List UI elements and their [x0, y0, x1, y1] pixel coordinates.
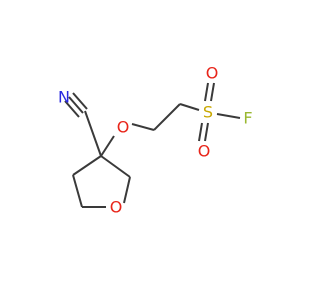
bond-s-to-f: [216, 113, 241, 119]
bond-c-to-ether-o: [100, 135, 115, 157]
atom-n-nitrile: N: [58, 88, 70, 107]
sulfonyl-double-bond-bottom: [198, 122, 209, 142]
bond-ch2-to-ch2: [153, 103, 181, 131]
nitrile-triple-bond: [64, 92, 88, 118]
atom-o-sulfonyl-top: O: [206, 64, 219, 83]
ring-bond-c3-c4: [72, 155, 102, 176]
bond-ch2-to-s: [179, 103, 200, 111]
bond-cn-to-quaternary-c: [84, 110, 102, 157]
molecule-drawing: N O O S O O F: [58, 64, 253, 217]
sulfonyl-double-bond-top: [204, 82, 215, 102]
atom-f-fluorine: F: [243, 109, 252, 128]
atom-o-ether: O: [117, 118, 130, 137]
atom-o-ring: O: [110, 198, 123, 217]
ring-bond-c2-c3: [100, 155, 131, 178]
ring-bond-o-c2: [123, 176, 131, 204]
bond-ether-o-to-ch2: [131, 123, 155, 131]
ring-bond-c4-c5: [72, 174, 83, 208]
structure-diagram: N O O S O O F: [58, 63, 253, 217]
atom-s-sulfonyl: S: [203, 103, 213, 122]
atom-o-sulfonyl-bottom: O: [198, 142, 211, 161]
